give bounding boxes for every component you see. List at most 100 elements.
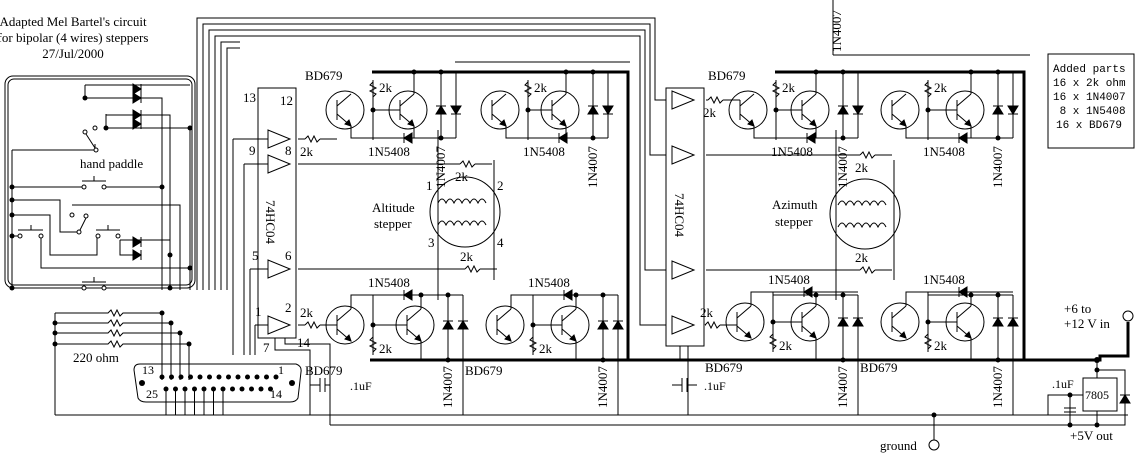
diode-1n4007 [602,105,614,115]
db25-pin [197,374,203,380]
rail-wire [455,0,1030,63]
paddle-diodes [132,83,142,261]
emitter-arrow [744,331,752,339]
diode-1n4007 [435,105,447,115]
resistor-2k [304,134,321,144]
parts-item: 16 x 2k ohm [1053,78,1126,90]
hand-paddle: hand paddle [4,75,196,291]
resistor-2k [368,336,378,353]
cap-reg-label: .1uF [1052,377,1074,391]
resistor-2k [923,81,933,98]
emitter-arrow [569,334,577,342]
diode-label: 1N5408 [771,144,813,159]
resistor-2k [707,95,724,105]
diode-label: 1N4007 [835,146,850,188]
db25-pin [216,374,222,380]
ic-right: 74HC04 .1uF [665,87,726,415]
diode-label: 1N5408 [368,144,410,159]
db25-pin [273,374,279,380]
resistor-label: 2k [703,105,717,120]
altitude-label1: Altitude [372,200,415,215]
azimuth-stepper: Azimuth stepper [772,130,901,300]
junction [438,135,444,141]
title-block: Adapted Mel Bartel's circuit for bipolar… [0,14,148,61]
emitter-arrow [407,119,415,127]
db25-pin [226,374,231,380]
db25-pin [258,386,264,392]
cap-left-label: .1uF [350,379,372,393]
resistor-label: 2k [855,160,869,175]
diode-1n4007 [852,105,864,115]
transistor-label: BD679 [305,68,343,83]
diode-label: 1N4007 [835,366,850,408]
diode-1n4007 [442,320,454,330]
resistor-label: 2k [460,249,474,264]
resistor-2k [459,159,476,169]
ic-left-pin6: 6 [285,248,292,263]
diode-label: 1N5408 [923,144,965,159]
junction [813,292,819,298]
hand-paddle-label: hand paddle [80,156,143,171]
resistor-2k [859,265,876,275]
junction [525,107,531,113]
resistor-2k [771,81,781,98]
title-line2: for bipolar (4 wires) steppers [0,30,148,45]
db25-pin [230,386,235,392]
diode-label: 1N4007 [990,366,1005,408]
power-rail [775,70,1026,360]
db25-pin [235,374,241,380]
db25-pin [239,386,245,392]
resistor-label: 2k [782,80,796,95]
transistor-bd679 [728,90,768,130]
transistor-label: BD679 [708,68,746,83]
transistor-label: BD679 [465,363,503,378]
vin-terminal[interactable] [1122,310,1134,322]
diode-1n4007 [837,105,849,115]
ground-terminal[interactable] [928,439,940,451]
cap-right: .1uF [672,378,726,393]
junction [995,357,1001,363]
diode-1n4007 [457,320,469,330]
junction [995,135,1001,141]
db25-pin [254,374,260,380]
junction [590,135,596,141]
junction [925,319,931,325]
transistor-bd679 [880,90,920,130]
resistor-2k [859,150,876,160]
db25-pin-25: 25 [146,387,158,401]
ic-left-pin1: 1 [255,304,262,319]
emitter-arrow [964,119,972,127]
diode-label: 1N4007 [990,146,1005,188]
vin-label-1: +6 to [1064,301,1091,316]
db25-pin-13: 13 [142,363,154,377]
resistor-label: 2k [934,80,948,95]
transistor-label: BD679 [860,360,898,375]
resistor-2k [923,333,933,350]
transistor-bd679 [325,90,365,130]
emitter-arrow [964,331,972,339]
ic-left-pin12: 12 [280,93,293,108]
ic-left-pin13: 13 [243,90,256,105]
emitter-arrow [344,334,352,342]
resistor-label: 2k [855,250,869,265]
resistor-label: 2k [539,341,553,356]
diode-label: 1N5408 [523,144,565,159]
junction [573,292,579,298]
transistor-bd679 [880,302,920,342]
parts-heading: Added parts [1053,64,1126,76]
junction [770,319,776,325]
motor-pin2: 2 [497,178,504,193]
ic-left-pin14: 14 [297,335,311,350]
emitter-arrow [504,334,512,342]
junction [600,357,606,363]
diode-1n4007 [992,317,1004,327]
resistor-label: 2k [455,169,469,184]
db25-pin [169,374,174,380]
ic-right-name: 74HC04 [672,193,687,238]
cap-left: .1uF [310,378,372,393]
resistor-bank-label: 220 ohm [73,350,119,365]
